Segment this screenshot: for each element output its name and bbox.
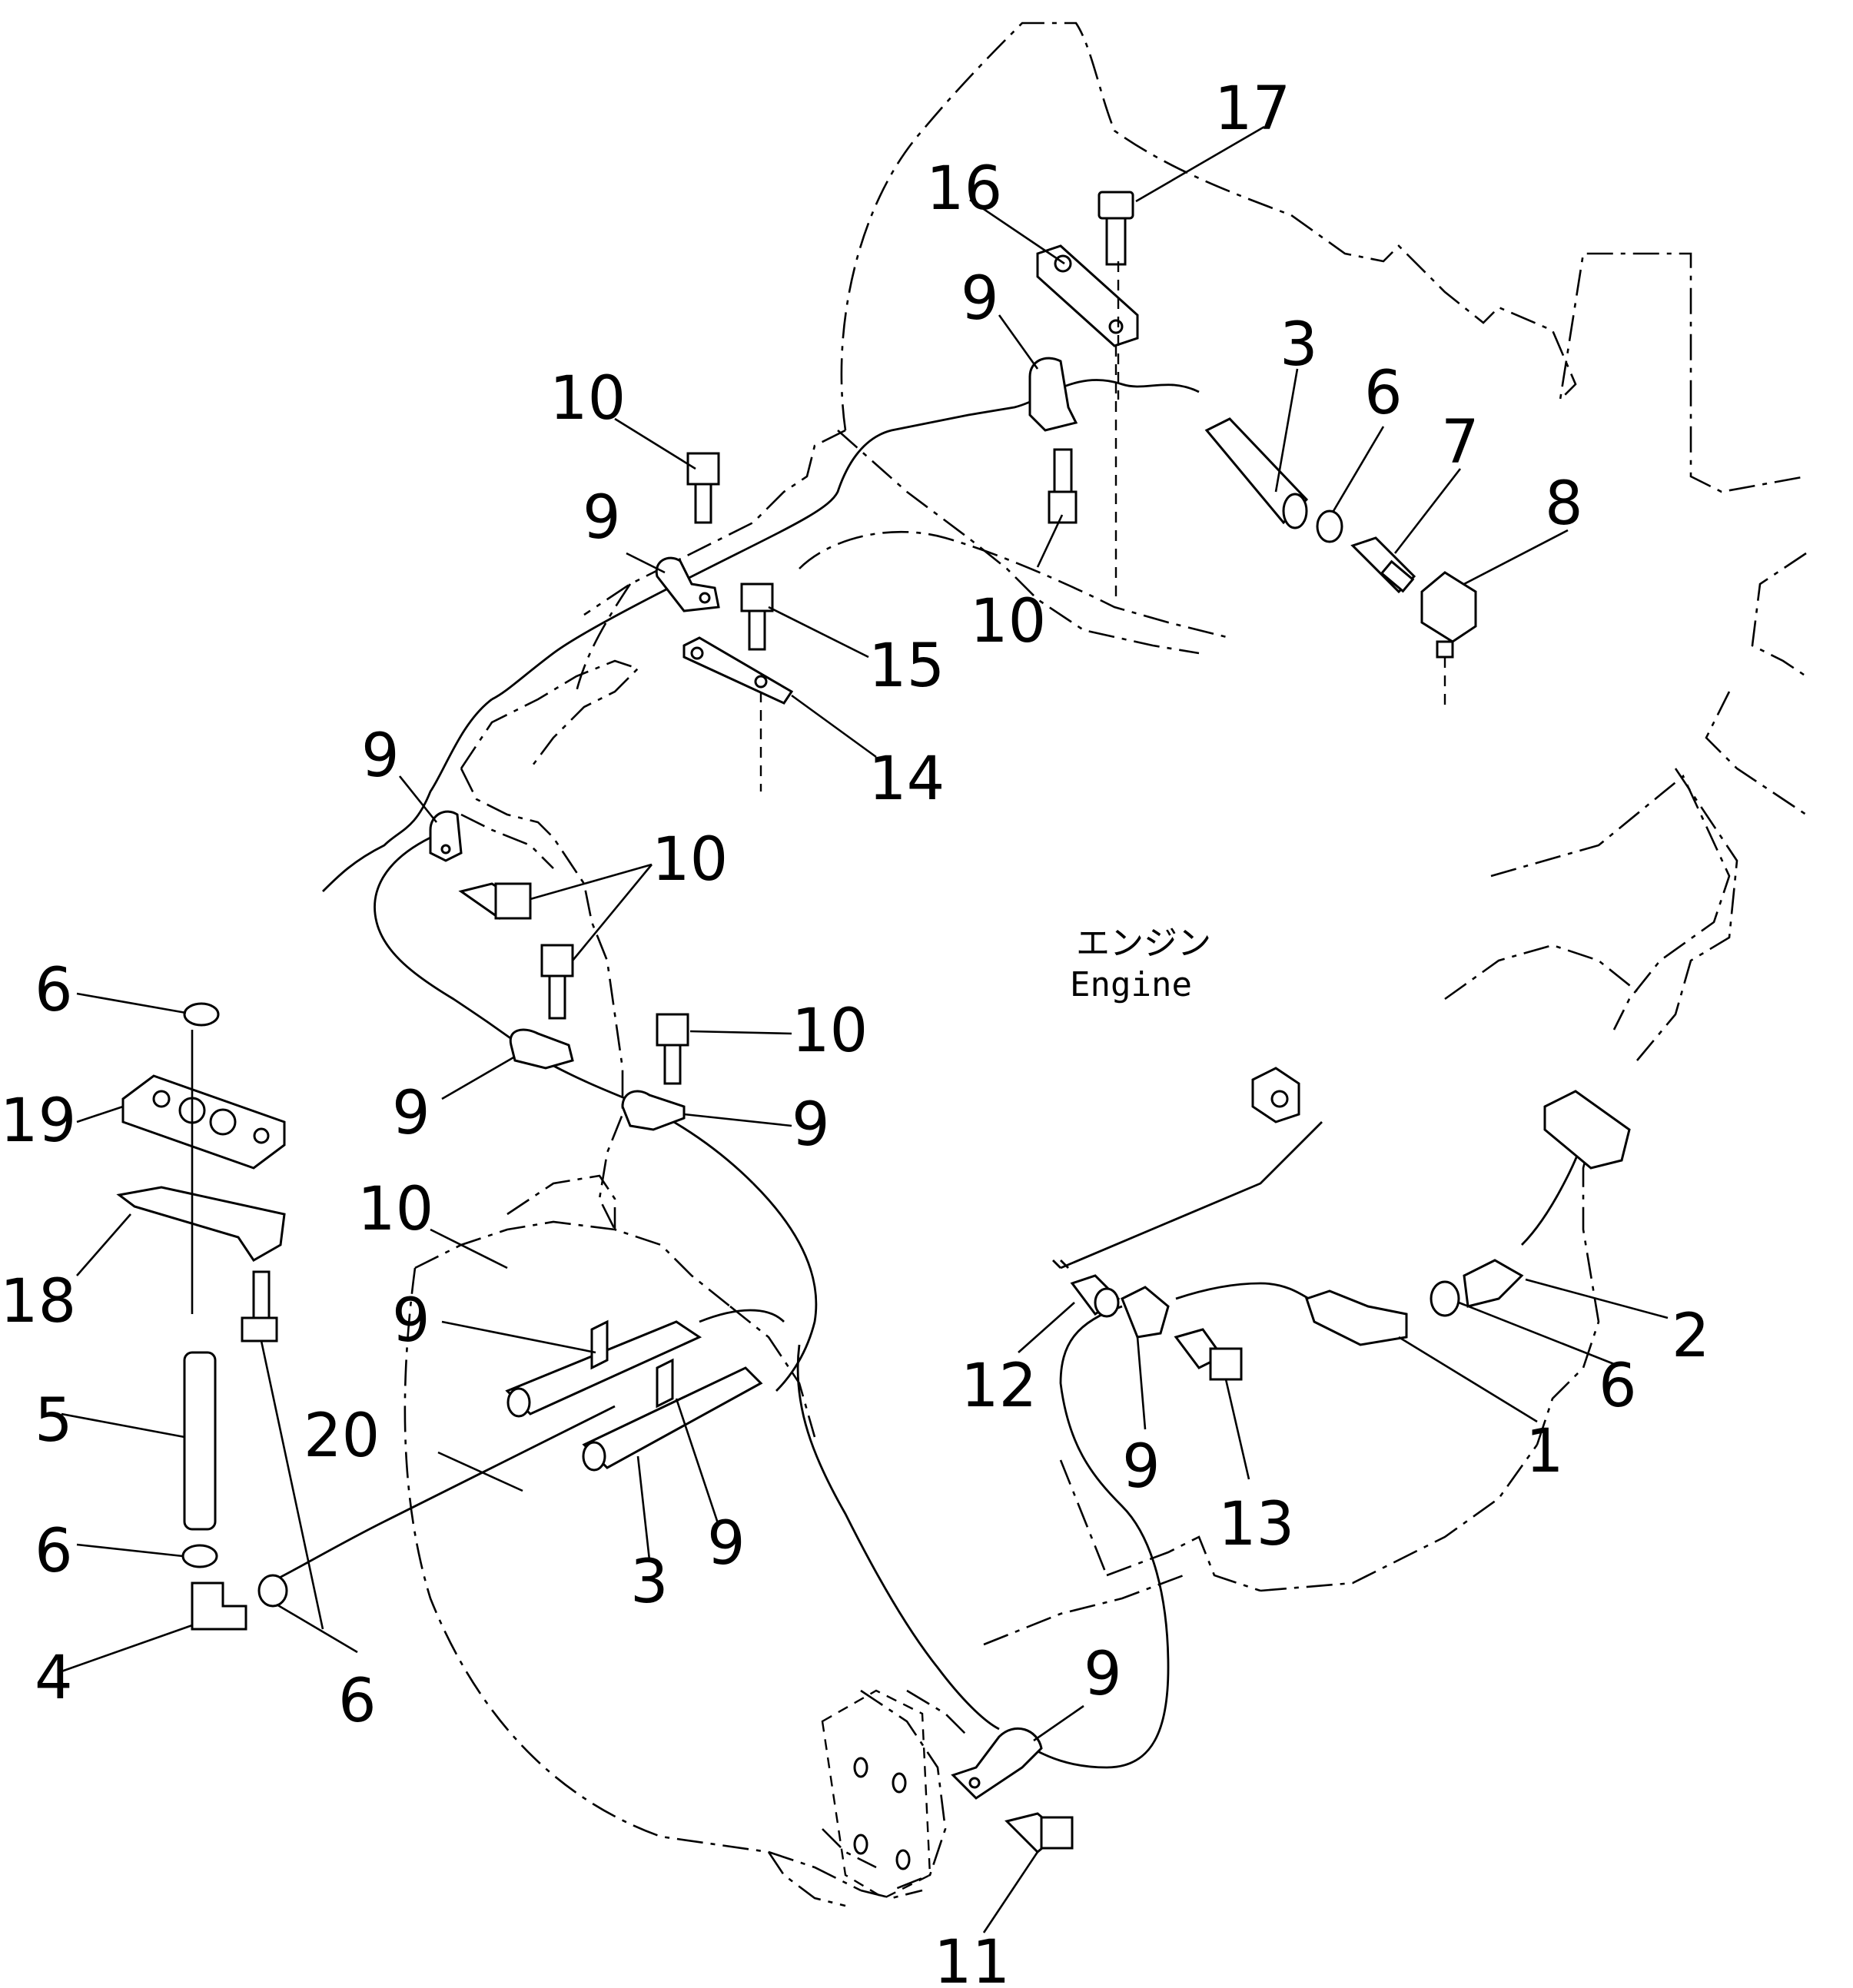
fitting-2-icon [1463,1259,1524,1308]
bracket-18-icon [116,1186,286,1262]
clamp-9-bottom-icon [951,1727,1043,1800]
clip-6-top-icon [1316,509,1343,543]
callout-10: 10 [652,825,728,894]
callout-9: 9 [707,1509,746,1578]
bolt-20-icon [241,1270,278,1342]
clamp-9-upper-left-icon [655,556,720,612]
callout-19: 19 [0,1087,76,1156]
callout-9: 9 [392,1286,430,1356]
clip-6-left-top-icon [183,1002,220,1027]
callout-14: 14 [868,745,945,814]
bolt-10-top-icon [1048,448,1078,524]
bolt-10-upper-left-icon [686,452,720,524]
callout-9: 9 [1122,1432,1161,1502]
leader-lines [61,125,1669,1933]
callout-4: 4 [35,1644,73,1713]
plate-19-icon [121,1074,286,1170]
clamp-9-top-icon [1028,357,1078,432]
elbow-8-icon [1420,571,1477,659]
engine-label-english: Engine [1070,965,1192,1004]
callout-18: 18 [0,1267,76,1336]
callout-10: 10 [357,1175,433,1244]
clamp-9-mid-icon [509,1028,574,1070]
callout-6: 6 [1599,1352,1637,1421]
clip-6-right-icon [1430,1280,1460,1317]
callout-12: 12 [961,1352,1037,1421]
callout-17: 17 [1214,75,1290,144]
bracket-14-icon [682,636,794,705]
bolt-11-icon [1005,1812,1074,1854]
mount-bracket-icon [821,1689,931,1900]
fitting-7-icon [1350,536,1416,594]
callout-13: 13 [1218,1490,1294,1559]
callout-20: 20 [304,1402,380,1471]
clip-6-left-bottom-icon [181,1544,218,1568]
callout-9: 9 [1084,1640,1122,1709]
callout-7: 7 [1441,408,1479,477]
parts [116,191,1631,1900]
callout-10: 10 [550,364,626,433]
clip-6-bottom-icon [257,1574,288,1608]
bolt-17-icon [1098,191,1134,266]
clamp-9-double-lower-icon [582,1358,763,1472]
callout-11: 11 [934,1928,1010,1988]
hose-routing [268,379,1588,1769]
callout-9: 9 [583,483,621,553]
callout-10: 10 [970,587,1046,656]
engine-label-japanese: エンジン [1076,924,1211,963]
callout-3: 3 [630,1548,669,1617]
callout-6: 6 [1364,359,1403,428]
bolt-13-icon [1174,1328,1243,1381]
bolt-10-mid-left-icon [458,882,532,920]
callout-9: 9 [792,1090,830,1160]
bolt-15-icon [740,582,774,651]
elbow-1-icon [1305,1289,1408,1346]
sleeve-12-icon [1070,1274,1121,1318]
callout-9: 9 [392,1079,430,1148]
clamp-9-right-icon [1121,1286,1170,1339]
elbow-4-icon [191,1581,247,1631]
callout-10: 10 [792,997,868,1066]
callout-6: 6 [338,1667,377,1736]
hose-3-top-icon [1204,417,1309,529]
block-icon [1251,1067,1300,1123]
tube-5-icon [183,1351,217,1531]
callout-numbers: 17 16 9 3 6 7 8 10 9 10 15 9 14 10 6 10 … [0,75,1710,1988]
callout-2: 2 [1672,1302,1710,1371]
clamp-9-mid-right-icon [621,1090,686,1131]
callout-1: 1 [1526,1417,1564,1486]
callout-8: 8 [1545,470,1583,539]
callout-16: 16 [926,154,1002,224]
bolt-10-mid-icon [540,944,574,1020]
plate-lower [437,1451,523,1492]
clamp-9-double-upper-icon [505,1319,702,1418]
bolt-10-right-mid-icon [656,1013,689,1085]
callout-5: 5 [35,1386,73,1455]
callout-3: 3 [1280,310,1318,380]
callout-15: 15 [868,632,945,701]
clamp-9-mid-left-icon [429,810,463,862]
callout-9: 9 [361,722,400,791]
callout-6: 6 [35,1517,73,1586]
sensor-block-icon [1543,1090,1631,1170]
callout-9: 9 [961,264,999,334]
callout-6: 6 [35,956,73,1025]
